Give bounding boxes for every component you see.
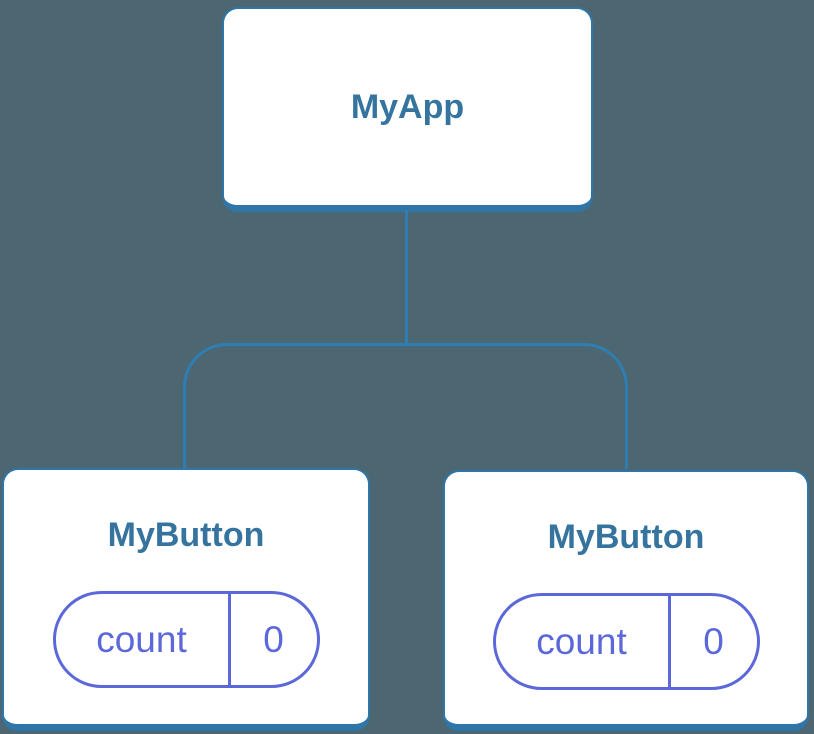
connector-stem: [405, 210, 408, 346]
state-value-label: 0: [263, 618, 284, 660]
state-key-label: count: [536, 620, 627, 662]
connector-bracket: [183, 343, 628, 469]
state-pill-1: count 0: [52, 591, 320, 688]
state-value-section: 0: [231, 594, 317, 685]
state-key-section: count: [56, 594, 231, 685]
component-node-mybutton-2: MyButton count 0: [443, 470, 809, 731]
state-value-section: 0: [671, 596, 757, 687]
state-pill-2: count 0: [492, 593, 760, 690]
component-label-mybutton-2: MyButton: [547, 518, 705, 556]
component-label-mybutton-1: MyButton: [107, 516, 265, 554]
state-key-label: count: [96, 618, 187, 660]
state-key-section: count: [496, 596, 671, 687]
state-value-label: 0: [703, 620, 724, 662]
component-label-myapp: MyApp: [350, 87, 465, 126]
component-node-myapp: MyApp: [222, 7, 593, 212]
component-node-mybutton-1: MyButton count 0: [2, 468, 370, 731]
